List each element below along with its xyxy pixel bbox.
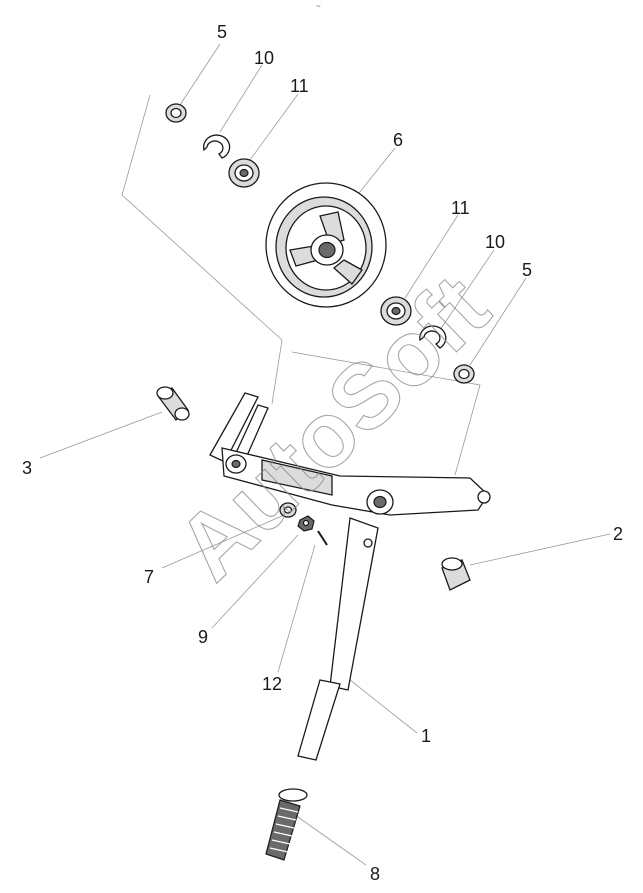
assembly-guide-lines <box>121 94 481 476</box>
part-10-retaining-ring-top <box>202 134 231 159</box>
callout-10-top: 10 <box>254 48 274 68</box>
part-1-tension-arm <box>209 392 491 761</box>
leader-lines <box>39 43 611 866</box>
callout-labels: 5 10 11 6 11 10 5 3 2 7 9 12 1 8 <box>22 22 623 884</box>
callout-7: 7 <box>144 567 154 587</box>
callout-10-right: 10 <box>485 232 505 252</box>
part-9-nut <box>297 515 315 532</box>
part-12-cotter-pin <box>317 530 328 546</box>
part-3-pin <box>156 386 190 421</box>
callout-3: 3 <box>22 458 32 478</box>
part-5-bushing-right <box>453 364 475 384</box>
callout-6: 6 <box>393 130 403 150</box>
part-10-retaining-ring-right <box>419 325 447 349</box>
part-8-spring <box>265 788 308 861</box>
watermark-text: AutoSoft <box>158 256 508 599</box>
callout-5-right: 5 <box>522 260 532 280</box>
callout-11-right: 11 <box>451 198 470 218</box>
callout-11-top: 11 <box>290 76 309 96</box>
part-11-bearing-right <box>380 296 412 326</box>
callout-8: 8 <box>370 864 380 884</box>
callout-12: 12 <box>262 674 282 694</box>
corner-mark: ~ <box>316 2 321 11</box>
part-11-bearing-top <box>228 158 260 188</box>
callout-2: 2 <box>613 524 623 544</box>
part-6-pulley <box>265 182 387 308</box>
callout-9: 9 <box>198 627 208 647</box>
callout-1: 1 <box>421 726 431 746</box>
part-7-washer <box>279 502 297 518</box>
part-2-sleeve <box>441 557 471 591</box>
callout-5-top: 5 <box>217 22 227 42</box>
part-5-bushing-top <box>165 103 187 123</box>
